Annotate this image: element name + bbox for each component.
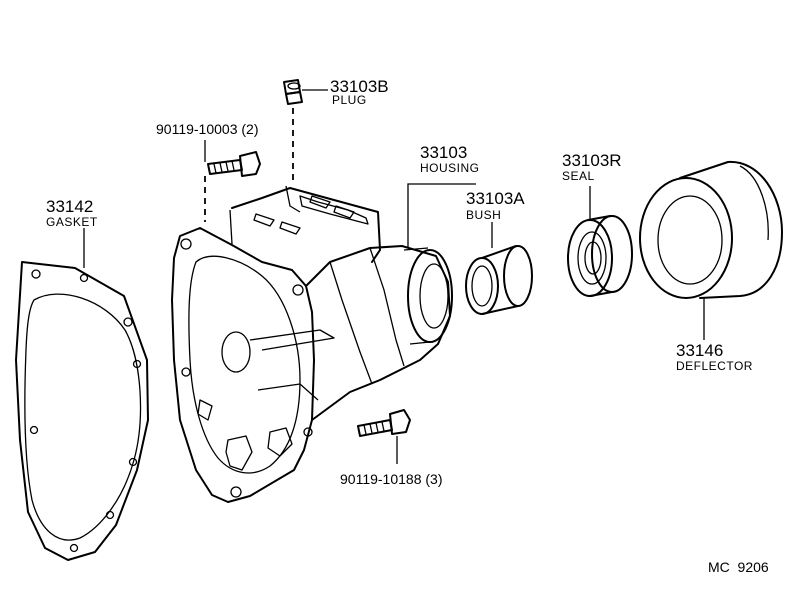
housing-leader [407,183,476,248]
housing-part-number: 33103 [420,143,467,162]
bush-part-name: BUSH [466,208,501,222]
housing-drawing [171,185,453,503]
deflector-part-number: 33146 [676,341,723,360]
seal-drawing [567,215,633,297]
bush-drawing [465,245,533,315]
upper-bolt-part-number: 90119-10003 (2) [156,121,258,137]
bush-part-number: 33103A [466,189,525,208]
diagram-code: MC 9206 [708,559,769,575]
seal-part-name: SEAL [562,169,595,183]
plug-drawing [283,79,303,105]
deflector-part-name: DEFLECTOR [676,359,753,373]
upper-bolt-drawing [207,151,261,177]
gasket-drawing [15,261,149,561]
plug-part-number: 33103B [330,77,389,96]
gasket-part-name: GASKET [46,215,98,229]
lower-bolt-drawing [357,409,411,437]
deflector-drawing [639,160,783,299]
seal-part-number: 33103R [562,151,622,170]
lower-bolt-part-number: 90119-10188 (3) [340,471,442,487]
plug-part-name: PLUG [332,93,367,107]
gasket-part-number: 33142 [46,197,93,216]
housing-part-name: HOUSING [420,161,480,175]
